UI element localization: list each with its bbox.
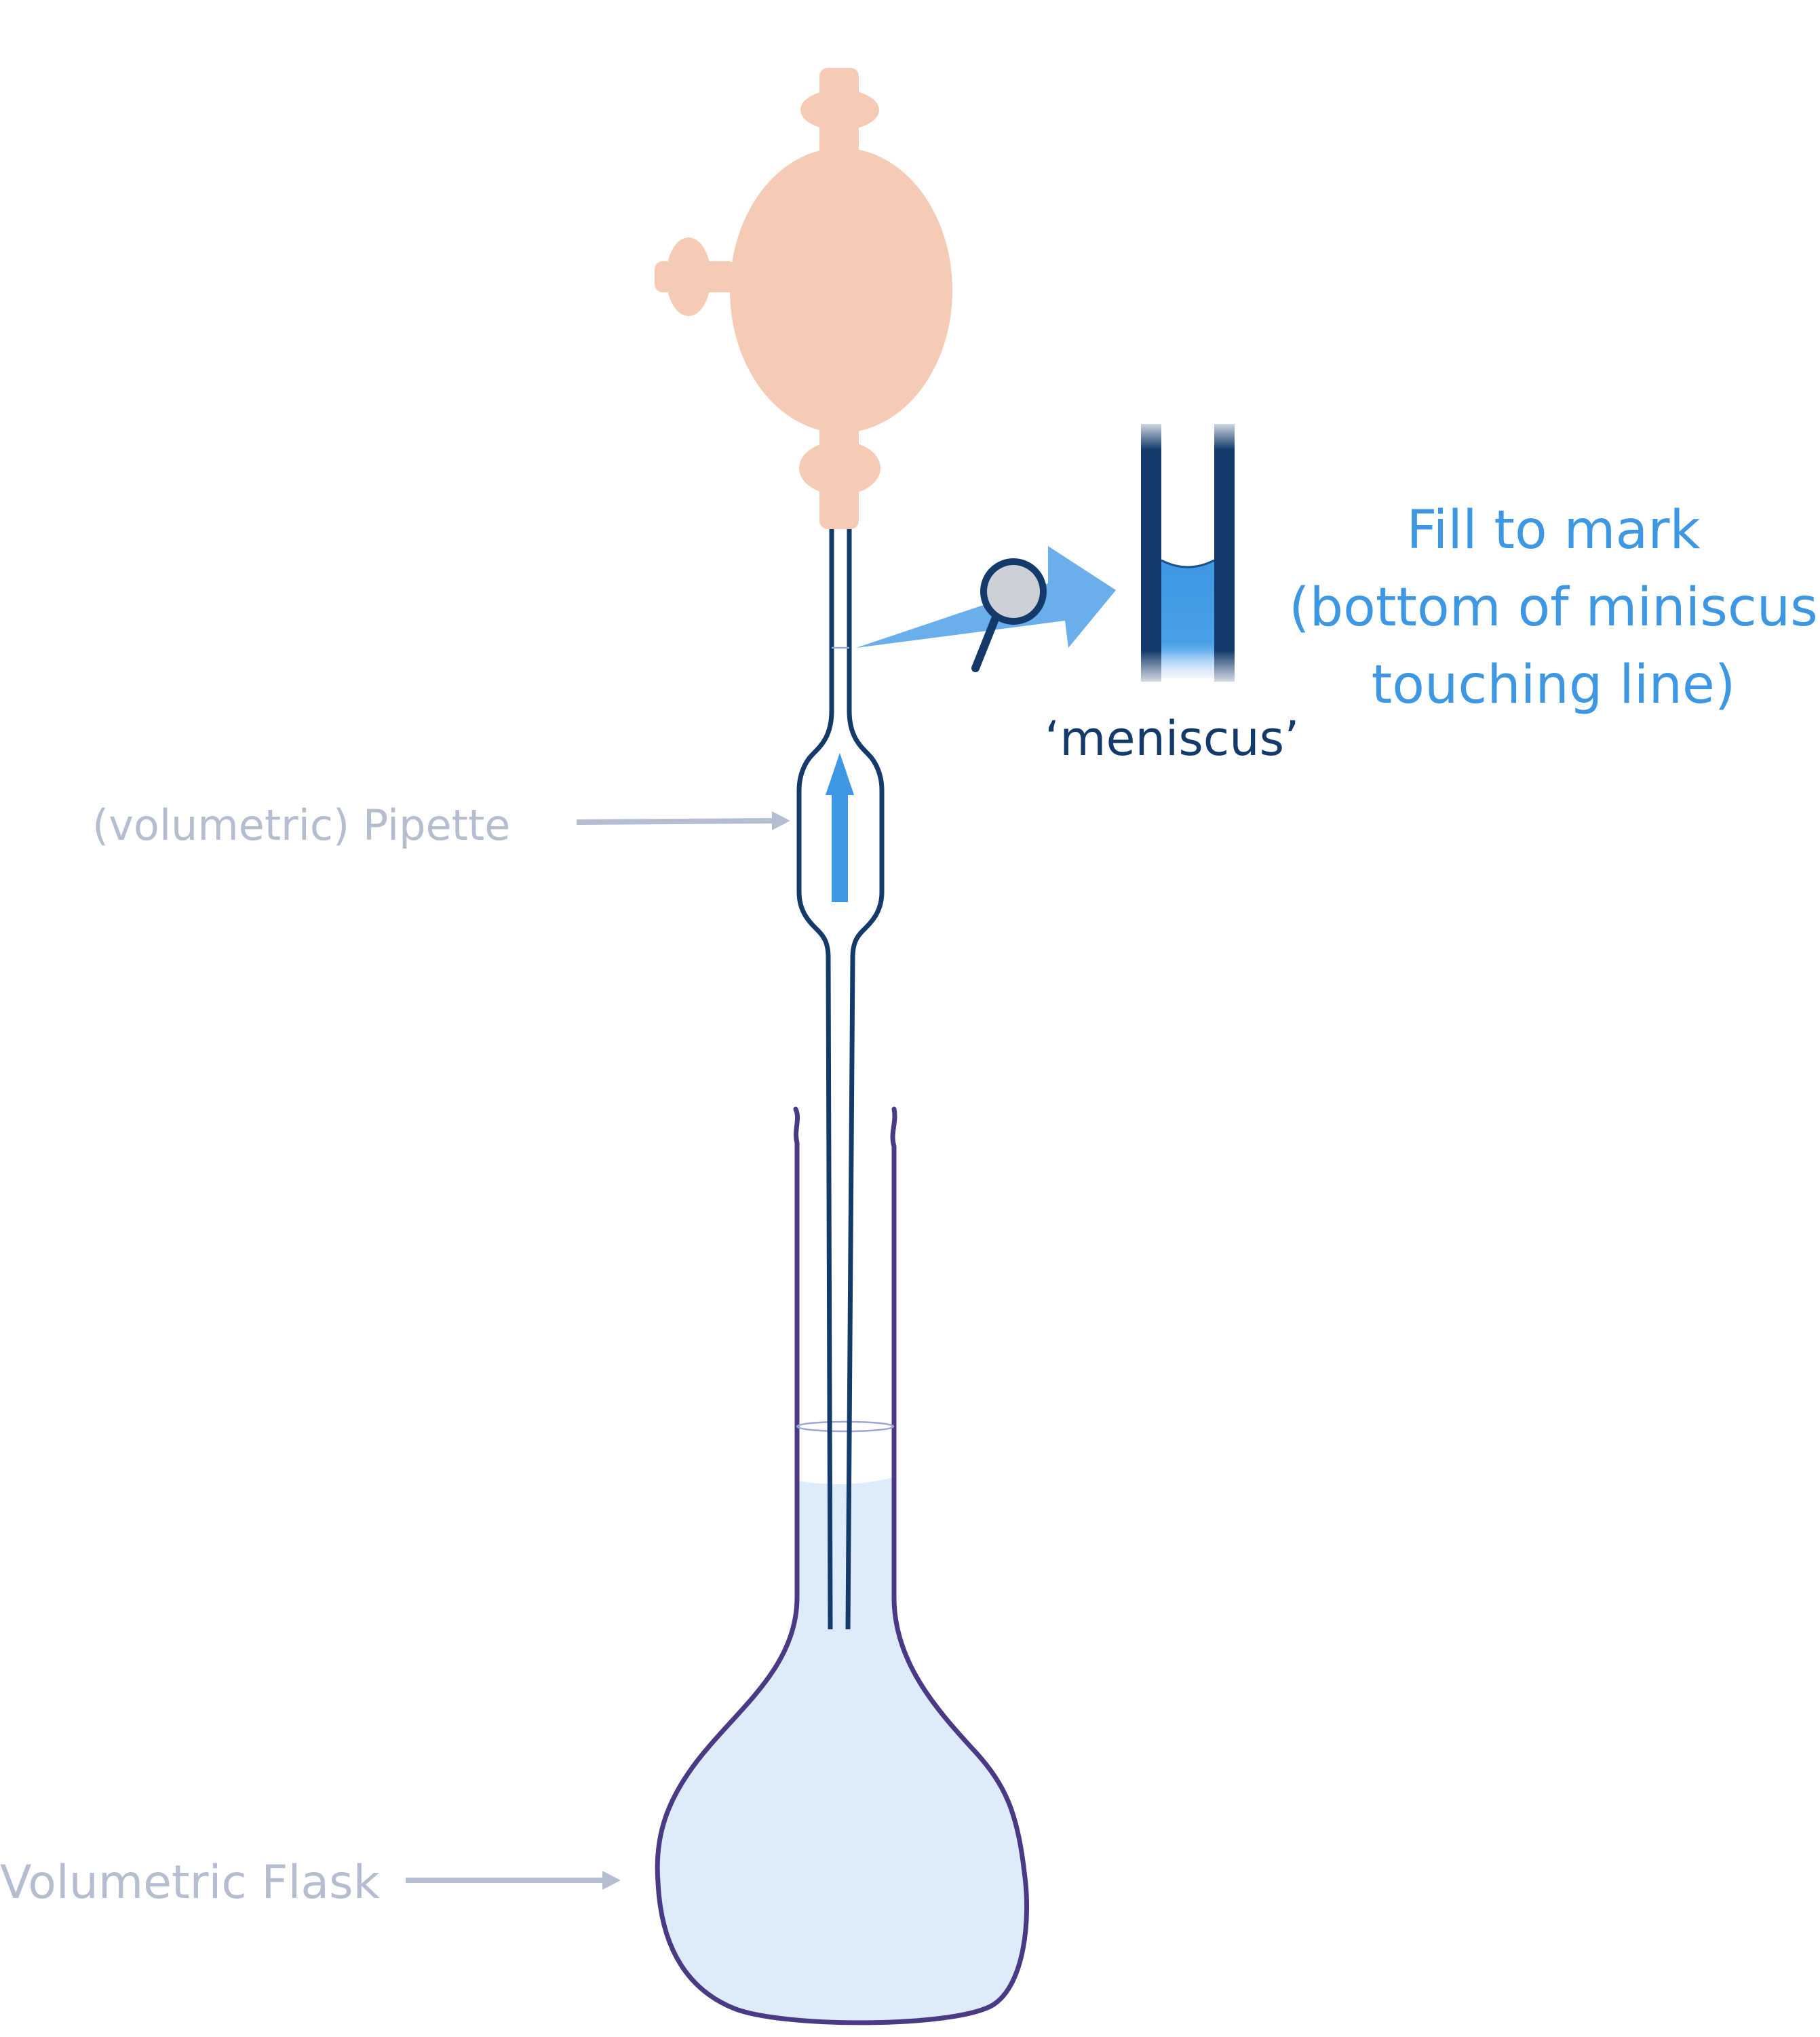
meniscus-zoom-tube <box>1134 417 1243 688</box>
pipette-filler-bulb-icon <box>655 68 952 529</box>
instruction-line-3: touching line) <box>1372 655 1736 716</box>
meniscus-label: ‘meniscus’ <box>1045 711 1299 767</box>
volumetric-flask <box>655 1106 1029 2025</box>
zoom-arrow-icon <box>856 546 1116 648</box>
pipette-label-arrow <box>576 811 790 830</box>
flask-label: Volumetric Flask <box>0 1856 381 1909</box>
flask-outline <box>655 1106 1029 2025</box>
flask-liquid <box>657 1477 1027 2023</box>
flask-graduation-mark <box>796 1420 895 1433</box>
pipette-left-wall <box>796 514 834 1630</box>
magnifying-glass-icon <box>971 558 1047 672</box>
pipette-label: (volumetric) Pipette <box>92 800 510 850</box>
upward-flow-arrow-icon <box>826 753 854 902</box>
flask-label-arrow <box>406 1871 621 1890</box>
pipette-right-wall <box>845 514 885 1630</box>
instruction-line-2: (bottom of miniscus <box>1289 577 1818 638</box>
volumetric-pipette <box>796 514 885 1630</box>
instruction-line-1: Fill to mark <box>1406 500 1700 561</box>
